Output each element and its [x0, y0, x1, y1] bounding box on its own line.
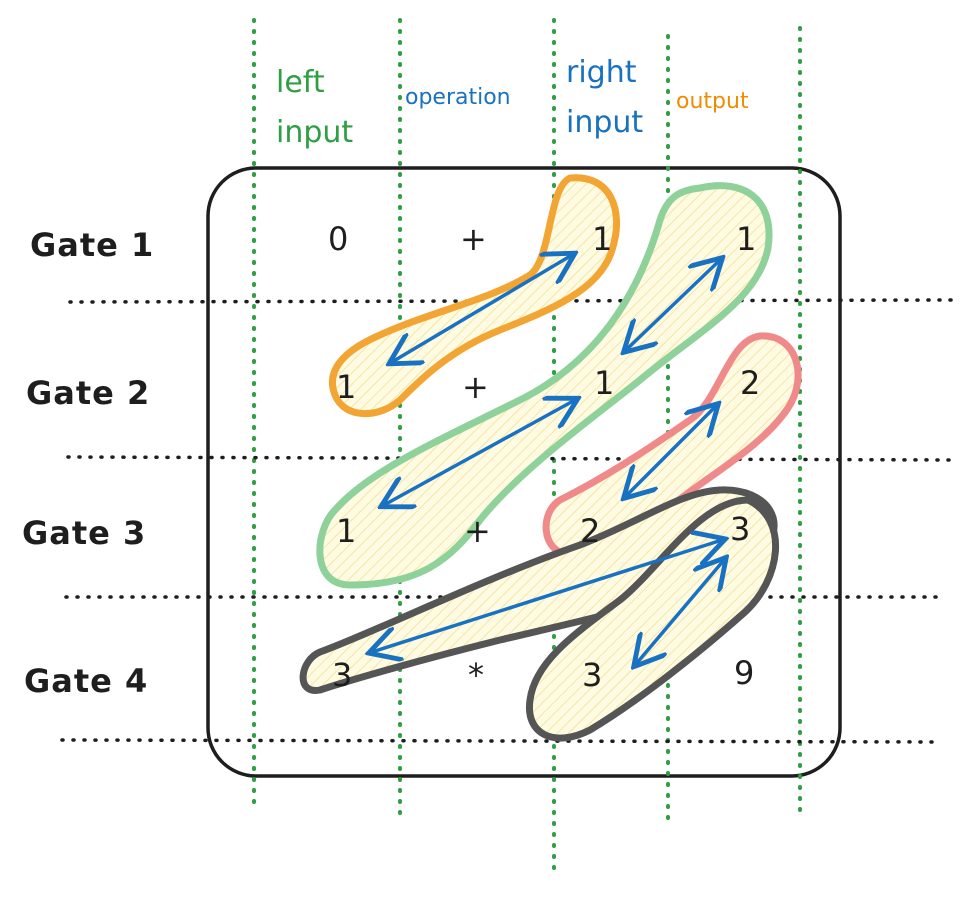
gate2-output-value: 2 — [740, 364, 760, 402]
gate2-left-value: 1 — [336, 368, 356, 406]
gate3-left-value: 1 — [336, 512, 356, 550]
gate3-output-value: 3 — [730, 510, 750, 548]
arrow-g3-out-to-g4-right — [636, 560, 724, 664]
gate3-operation: + — [464, 512, 491, 550]
header-left-input-line1: left — [276, 65, 325, 100]
header-right-input-line1: right — [566, 55, 637, 90]
gate4-operation: * — [468, 656, 484, 694]
wire-arrows — [372, 255, 724, 664]
arrow-g1-out-to-g2-right — [626, 260, 720, 350]
gate4-right-value: 3 — [582, 656, 602, 694]
gate-label: Gate 3 — [22, 514, 146, 552]
header-operation: operation — [405, 85, 511, 110]
arrow-g2-out-to-g3-right — [626, 406, 716, 496]
gate2-operation: + — [462, 368, 489, 406]
header-right-input-line2: input — [566, 105, 643, 140]
gate1-output-value: 1 — [736, 220, 756, 258]
table-frame — [206, 166, 842, 778]
gate-label: Gate 4 — [24, 662, 148, 700]
gate1-left-value: 0 — [328, 220, 348, 258]
gate3-right-value: 2 — [580, 512, 600, 550]
gate-label: Gate 1 — [30, 226, 154, 264]
gate1-right-value: 1 — [592, 220, 612, 258]
gate4-output-value: 9 — [734, 654, 754, 692]
gate-label: Gate 2 — [26, 374, 150, 412]
header-output: output — [676, 89, 749, 114]
gate1-operation: + — [460, 220, 487, 258]
row-divider — [60, 738, 942, 744]
arrow-g2-right-to-g3-left — [384, 400, 575, 505]
gate4-left-value: 3 — [332, 656, 352, 694]
row-dividers — [60, 298, 957, 744]
arrow-g1-right-to-g2-left — [392, 255, 572, 362]
header-left-input-line2: input — [276, 115, 353, 150]
gate2-right-value: 1 — [594, 364, 614, 402]
